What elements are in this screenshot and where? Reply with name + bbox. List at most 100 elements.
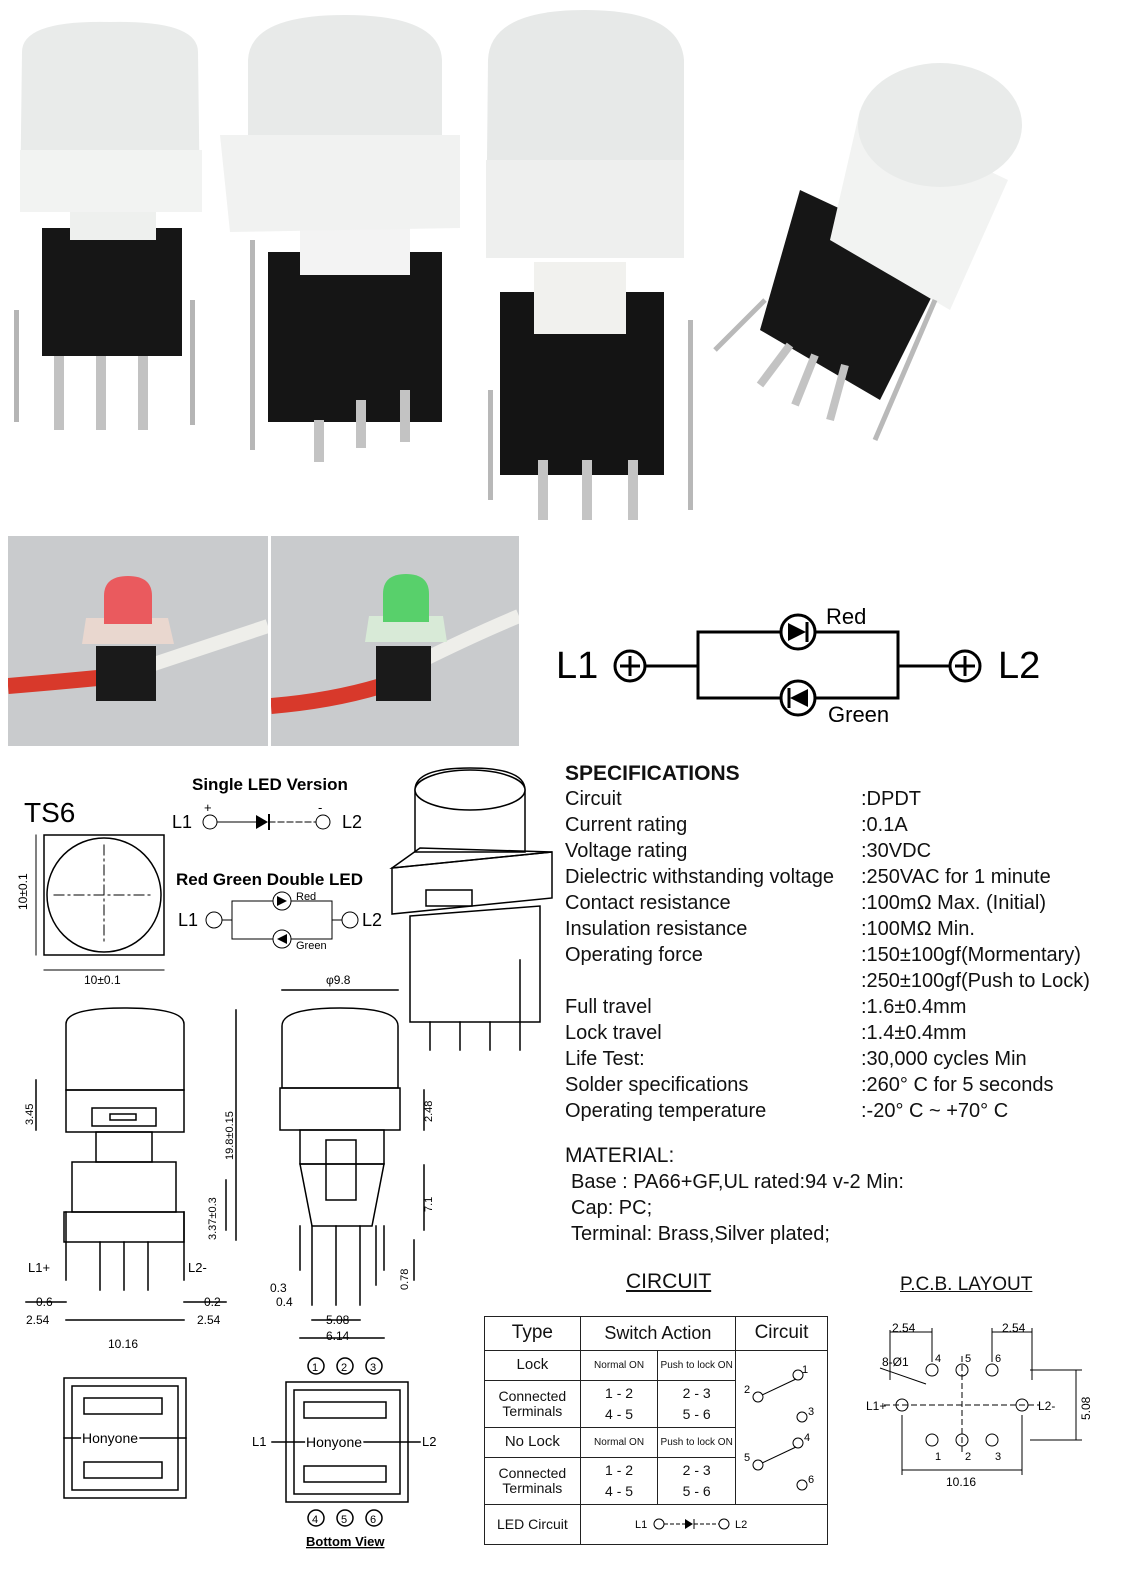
spec-value: :250VAC for 1 minute bbox=[861, 866, 1051, 888]
lock-push-1: 2 - 3 bbox=[682, 1384, 711, 1401]
pcb-pin-4: 4 bbox=[935, 1353, 941, 1365]
lock-connected: Connected Terminals bbox=[484, 1379, 581, 1429]
photo-switch-front bbox=[14, 21, 202, 430]
bottom-l2: L2 bbox=[422, 1434, 436, 1449]
pcb-holes: 8-Ø1 bbox=[882, 1355, 909, 1369]
double-led-title: Red Green Double LED bbox=[176, 870, 363, 889]
spec-label: Insulation resistance bbox=[565, 918, 748, 940]
pcb-pin-6: 6 bbox=[995, 1353, 1001, 1365]
spec-label: Current rating bbox=[565, 814, 688, 836]
material-terminal: Terminal: Brass,Silver plated; bbox=[571, 1223, 830, 1245]
spec-value: :DPDT bbox=[861, 788, 921, 810]
spec-value: :150±100gf(Mormentary) bbox=[861, 944, 1081, 966]
led-circuit-label: LED Circuit bbox=[484, 1504, 581, 1546]
th-type: Type bbox=[484, 1316, 581, 1351]
led-diagram-l1: L1 bbox=[556, 645, 598, 687]
single-led-title: Single LED Version bbox=[192, 775, 348, 794]
spec-label: Life Test: bbox=[565, 1048, 645, 1070]
pcb-l2: L2- bbox=[1038, 1399, 1055, 1413]
bottom-brand-left: Honyone bbox=[82, 1430, 138, 1446]
ts6-technical-drawing: TS6 10±0.1 10±0.1 Single LED Version L1 … bbox=[16, 767, 553, 1549]
single-led-plus: + bbox=[204, 800, 212, 815]
nolock-connected: Connected Terminals bbox=[484, 1457, 581, 1506]
led-circuit-l1: L1 bbox=[635, 1519, 647, 1531]
bottom-l1: L1 bbox=[252, 1434, 266, 1449]
top-view: 10±0.1 10±0.1 bbox=[16, 834, 165, 987]
nolock-push-1: 2 - 3 bbox=[682, 1461, 711, 1478]
led-diagram-red: Red bbox=[826, 604, 866, 629]
material-section: MATERIAL: Base : PA66+GF,UL rated:94 v-2… bbox=[565, 1144, 1085, 1254]
spec-value: :30,000 cycles Min bbox=[861, 1048, 1027, 1070]
spec-label: Circuit bbox=[565, 788, 622, 810]
spec-label: Voltage rating bbox=[565, 840, 688, 862]
photo-switch-tilted bbox=[713, 63, 1022, 441]
double-led-l2: L2 bbox=[362, 910, 382, 930]
spec-label: Solder specifications bbox=[565, 1074, 749, 1096]
photo-switch-cap-raised bbox=[486, 10, 693, 520]
specifications-title: SPECIFICATIONS bbox=[565, 762, 740, 785]
pin-3: 3 bbox=[370, 1362, 376, 1374]
th-action: Switch Action bbox=[579, 1316, 736, 1351]
nolock-push-on: Push to lock ON bbox=[657, 1427, 736, 1459]
dim-04: 0.4 bbox=[276, 1295, 293, 1309]
front-l2: L2- bbox=[188, 1260, 207, 1275]
lock-normal-on: Normal ON bbox=[579, 1350, 659, 1381]
dim-top-height: 10±0.1 bbox=[16, 873, 30, 910]
double-led-green: Green bbox=[296, 940, 327, 952]
double-led-l1: L1 bbox=[178, 910, 198, 930]
lock-normal-2: 4 - 5 bbox=[605, 1406, 634, 1423]
pcb-dim-254-right: 2.54 bbox=[1002, 1321, 1026, 1335]
spec-value: :1.4±0.4mm bbox=[861, 1022, 967, 1044]
spec-value: :30VDC bbox=[861, 840, 932, 862]
spec-value: :260° C for 5 seconds bbox=[861, 1074, 1054, 1096]
spec-label: Lock travel bbox=[565, 1022, 662, 1044]
dim-345: 3.45 bbox=[24, 1104, 36, 1125]
ts6-title: TS6 bbox=[24, 797, 75, 828]
dim-top-width: 10±0.1 bbox=[84, 973, 121, 987]
nolock-push-2: 5 - 6 bbox=[682, 1483, 711, 1500]
front-view bbox=[25, 1007, 237, 1321]
th-circuit: Circuit bbox=[734, 1316, 829, 1351]
dim-03: 0.3 bbox=[270, 1281, 287, 1295]
spec-value: :0.1A bbox=[861, 814, 908, 836]
pcb-pin-5: 5 bbox=[965, 1353, 971, 1365]
pin-6: 6 bbox=[370, 1514, 376, 1526]
switch-symbol: 1 2 3 4 5 6 bbox=[744, 1364, 815, 1491]
pin-5: 5 bbox=[341, 1514, 347, 1526]
type-lock: Lock bbox=[484, 1350, 581, 1381]
pcb-pin-3: 3 bbox=[995, 1451, 1001, 1463]
pcb-title: P.C.B. LAYOUT bbox=[900, 1274, 1033, 1295]
bottom-brand-right: Honyone bbox=[306, 1434, 362, 1450]
sym-pin-6: 6 bbox=[808, 1474, 814, 1486]
dim-508: 5.08 bbox=[326, 1313, 350, 1327]
pin-2: 2 bbox=[341, 1362, 347, 1374]
dim-198: 19.8±0.15 bbox=[224, 1111, 236, 1160]
dim-614: 6.14 bbox=[326, 1329, 350, 1343]
nolock-normal-1: 1 - 2 bbox=[605, 1461, 634, 1478]
pcb-dim-254-left: 2.54 bbox=[892, 1321, 916, 1335]
specifications: SPECIFICATIONS Circuit :DPDT Current rati… bbox=[565, 762, 1120, 1132]
side-view-dims: φ9.8 2.48 7.1 0.78 0.3 0.4 5.08 6.14 bbox=[270, 973, 435, 1343]
pin-4: 4 bbox=[312, 1514, 318, 1526]
dim-248: 2.48 bbox=[423, 1101, 435, 1122]
nolock-normal-on: Normal ON bbox=[579, 1427, 659, 1459]
sym-pin-4: 4 bbox=[804, 1432, 810, 1444]
side-view bbox=[279, 989, 425, 1339]
single-led-l2: L2 bbox=[342, 812, 362, 832]
nolock-normal-2: 4 - 5 bbox=[605, 1483, 634, 1500]
double-led-symbol: Red Green Double LED L1 Red Green L2 bbox=[176, 870, 382, 952]
single-led-l1: L1 bbox=[172, 812, 192, 832]
material-base: Base : PA66+GF,UL rated:94 v-2 Min: bbox=[571, 1171, 904, 1193]
sym-pin-3: 3 bbox=[808, 1406, 814, 1418]
pcb-pin-2: 2 bbox=[965, 1451, 971, 1463]
pcb-layout-drawing: 2.54 2.54 8-Ø1 4 5 6 1 2 3 L1+ L2- 5.08 … bbox=[866, 1321, 1093, 1489]
single-led-symbol: Single LED Version L1 + - L2 bbox=[172, 775, 362, 832]
dim-1016: 10.16 bbox=[108, 1337, 138, 1351]
single-led-minus: - bbox=[318, 800, 322, 815]
spec-value: :250±100gf(Push to Lock) bbox=[861, 970, 1090, 992]
material-title: MATERIAL: bbox=[565, 1144, 675, 1167]
pcb-l1: L1+ bbox=[866, 1399, 886, 1413]
spec-label: Operating force bbox=[565, 944, 703, 966]
bottom-view-caption: Bottom View bbox=[306, 1534, 385, 1549]
spec-label: Full travel bbox=[565, 996, 652, 1018]
